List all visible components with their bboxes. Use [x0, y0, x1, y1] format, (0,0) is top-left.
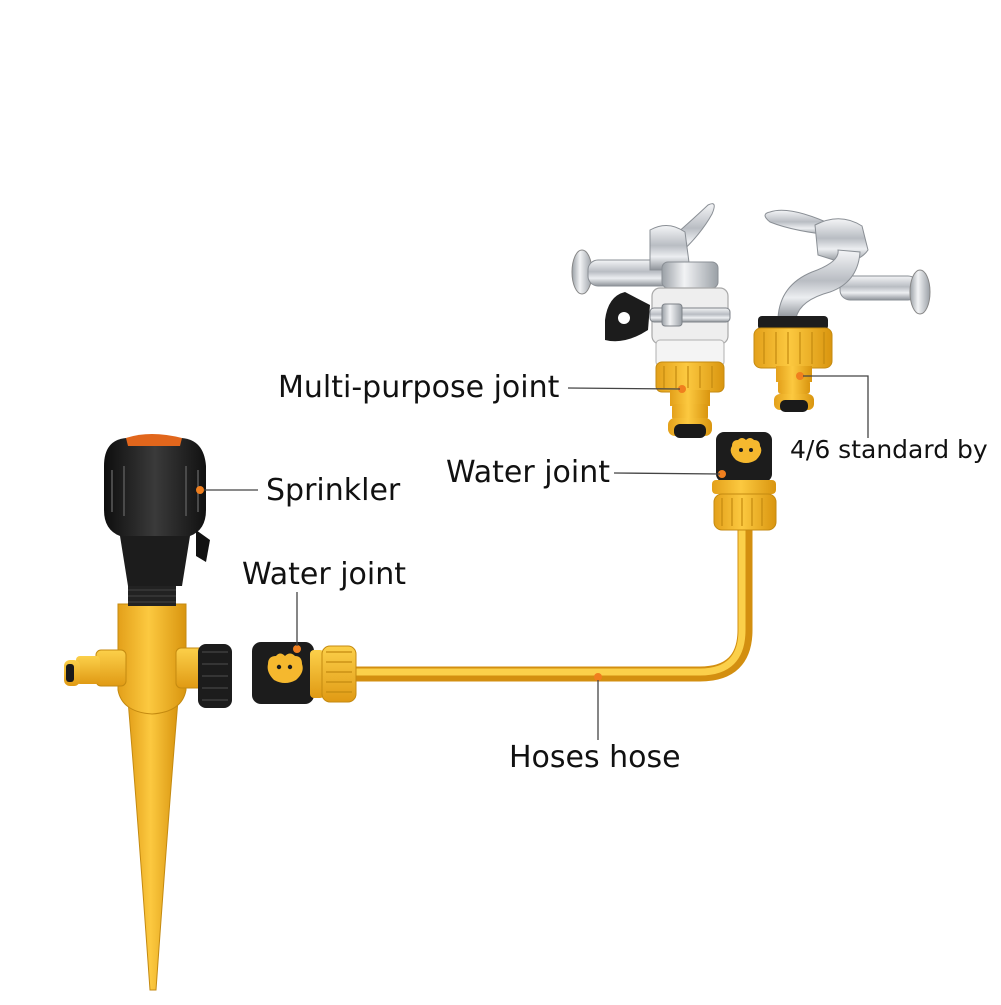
- bear-logo-icon-2: [268, 654, 303, 684]
- label-multi-purpose-joint: Multi-purpose joint: [278, 373, 559, 403]
- label-water-joint-upper: Water joint: [446, 458, 610, 488]
- sprinkler: [64, 434, 232, 990]
- sprinkler-dot: [196, 486, 204, 494]
- lower-joint-dot: [293, 645, 301, 653]
- label-standard: 4/6 standard by: [790, 437, 988, 462]
- water-joint-upper: [712, 432, 776, 530]
- label-water-joint-lower: Water joint: [242, 560, 406, 590]
- adapter-dot: [796, 372, 804, 380]
- leader-water-joint-upper: [614, 473, 720, 474]
- right-faucet: [765, 210, 930, 318]
- left-faucet: [572, 204, 718, 294]
- multi-purpose-joint: [605, 288, 730, 438]
- label-hoses-hose: Hoses hose: [509, 743, 681, 773]
- label-sprinkler: Sprinkler: [266, 476, 400, 506]
- standard-adapter: [754, 316, 832, 412]
- hose-dot: [594, 673, 602, 681]
- hose: [350, 530, 745, 674]
- water-joint-lower: [252, 642, 356, 704]
